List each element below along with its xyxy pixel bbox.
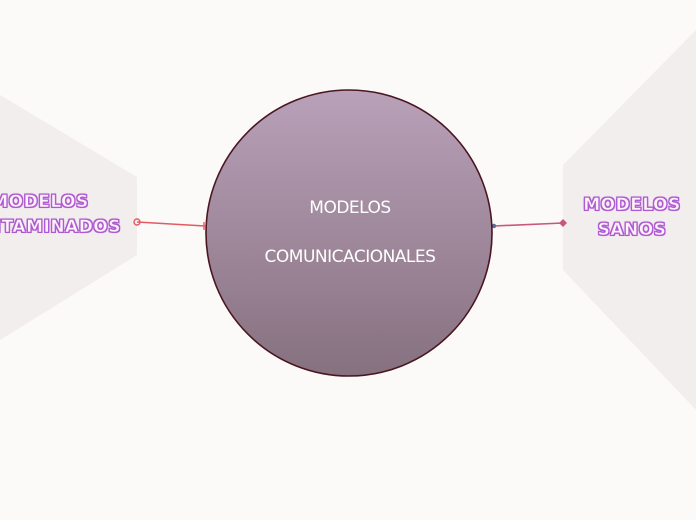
- left-topic-shape[interactable]: [0, 80, 137, 350]
- left-connector-endpoint: [133, 218, 141, 226]
- right-topic-shape[interactable]: [563, 30, 696, 410]
- right-topic-line-1: MODELOS: [583, 195, 681, 216]
- right-topic-line-2: SANOS: [597, 220, 667, 241]
- right-connector-line: [493, 222, 564, 227]
- right-connector-start: [491, 223, 497, 229]
- central-topic-line-1: MODELOS: [309, 198, 391, 218]
- left-connector-line: [136, 221, 206, 227]
- right-connector-endpoint: [559, 219, 567, 227]
- central-topic-line-2: COMUNICACIONALES: [264, 247, 436, 267]
- left-topic-line-2: CONTAMINADOS: [0, 217, 122, 238]
- left-topic-label[interactable]: MODELOS CONTAMINADOS: [0, 190, 140, 240]
- central-topic-circle[interactable]: [205, 89, 493, 377]
- right-topic-label[interactable]: MODELOS SANOS: [572, 193, 692, 243]
- left-topic-line-1: MODELOS: [0, 192, 89, 213]
